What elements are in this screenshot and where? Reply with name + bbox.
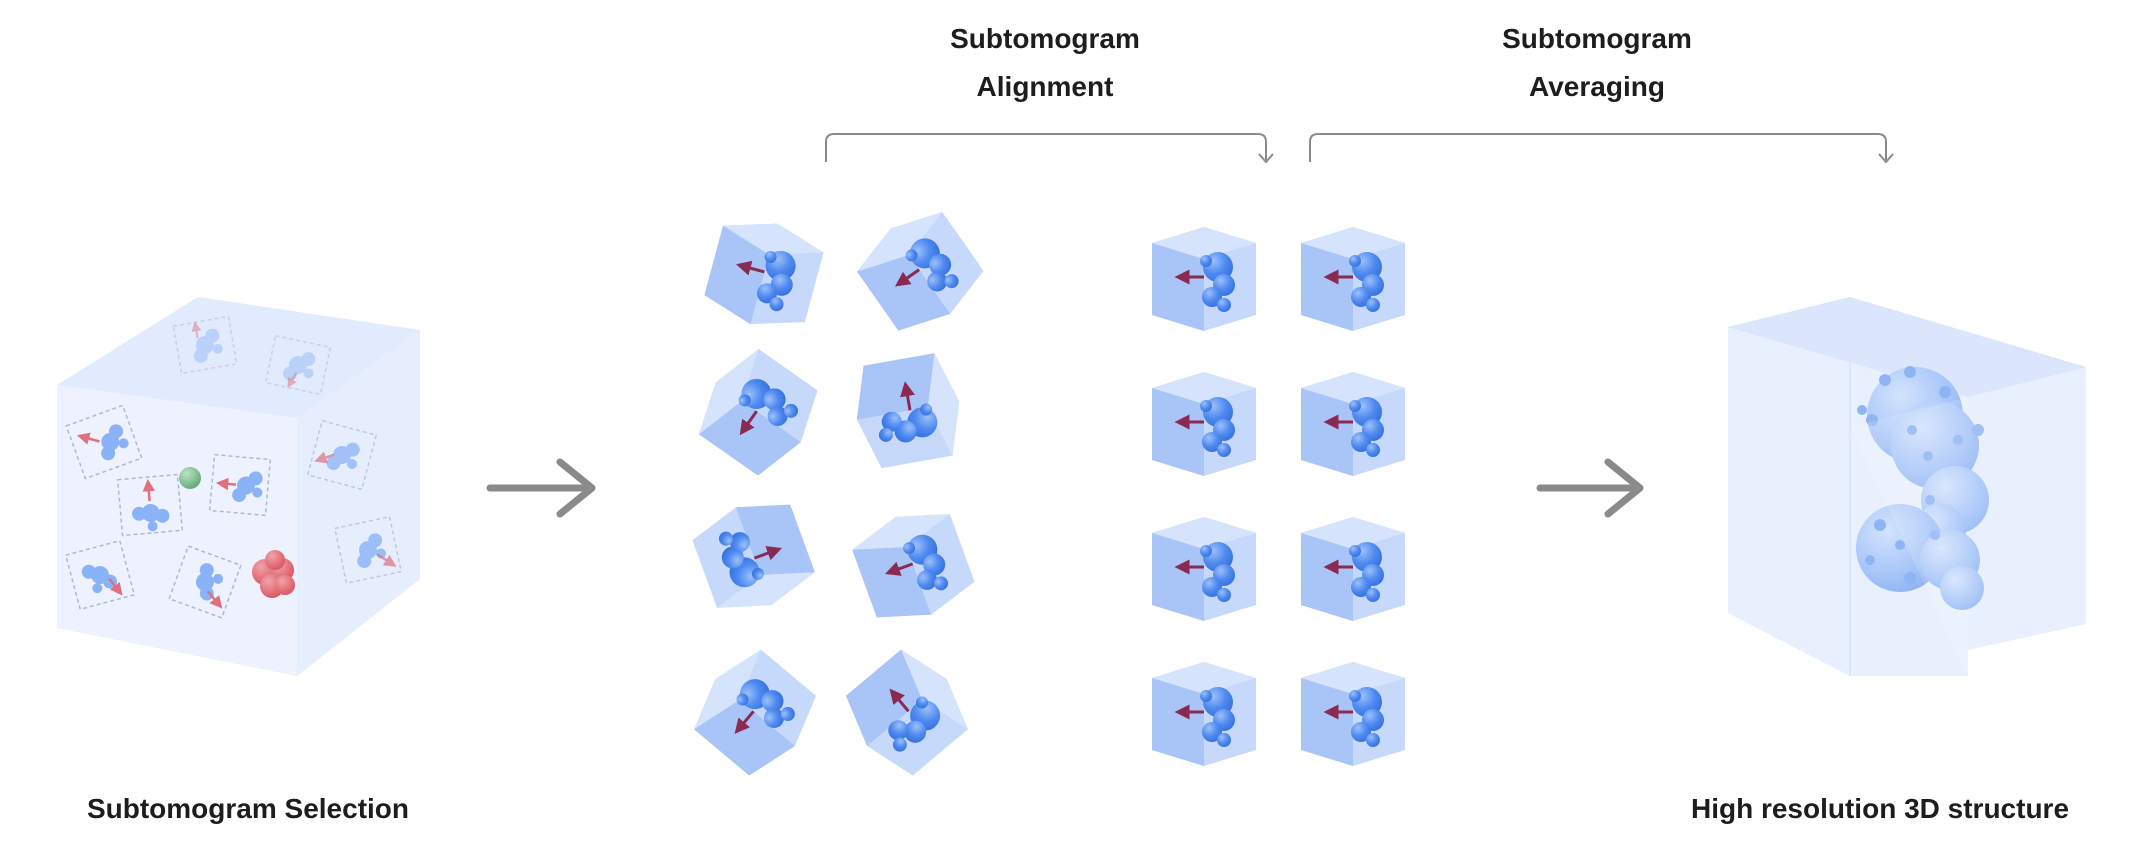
averaging-label-line2: Averaging [1529,71,1665,102]
contaminant-green [179,467,201,489]
subtomogram-cube-icon [1301,372,1405,476]
alignment-label-line1: Subtomogram [950,23,1140,54]
subtomogram-cube-icon [687,490,820,623]
protein-structure [1856,366,1989,610]
bracket-arrow-icon [1309,133,1894,164]
subtomogram-cube-icon [1152,227,1256,331]
subtomogram-cube-icon [848,199,993,344]
alignment-label-line2: Alignment [977,71,1114,102]
picked-particle [306,419,378,491]
subtomogram-cube-icon [1301,517,1405,621]
subtomogram-cube-icon [1152,517,1256,621]
density-map-icon [1728,297,2086,676]
subtomogram-cube-icon [686,340,831,485]
subtomogram-cube-icon [1301,662,1405,766]
subtomogram-cube-icon [700,210,827,337]
bracket-arrow-icon [825,133,1274,164]
averaging-label-line1: Subtomogram [1502,23,1692,54]
picked-particle [116,473,184,537]
tomogram-cube-icon [57,297,420,676]
right-arrow-icon [486,458,596,518]
right-arrow-icon [1536,458,1644,518]
subtomogram-cube-icon [1301,227,1405,331]
unaligned-subtomograms [682,199,993,786]
subtomogram-cube-icon [848,350,968,470]
subtomogram-cube-icon [1152,372,1256,476]
contaminant-red [252,550,295,598]
subtomogram-cube-icon [847,499,980,632]
subtomogram-cube-icon [1152,662,1256,766]
subtomogram-cube-icon [682,639,829,786]
subtomogram-cube-icon [834,639,981,786]
selection-label: Subtomogram Selection [87,793,409,824]
result-label: High resolution 3D structure [1691,793,2069,824]
aligned-subtomograms [1152,227,1405,766]
